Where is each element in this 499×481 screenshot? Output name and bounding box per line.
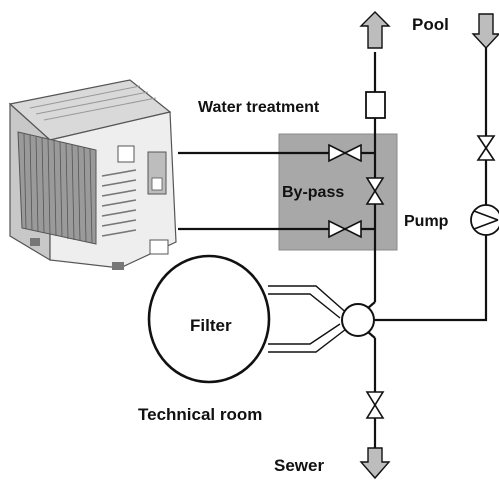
arrow-down-icon bbox=[359, 447, 391, 480]
valve-icon bbox=[365, 177, 385, 205]
filter-connection-bottom bbox=[268, 325, 351, 353]
label-sewer: Sewer bbox=[274, 456, 324, 475]
arrow-up-icon bbox=[359, 11, 391, 49]
valve-icon bbox=[365, 391, 385, 419]
pump-icon bbox=[470, 204, 499, 236]
label-technical-room: Technical room bbox=[138, 405, 262, 424]
filter-connection-top bbox=[268, 285, 351, 317]
label-pool: Pool bbox=[412, 15, 449, 34]
valve-icon bbox=[328, 219, 362, 239]
label-water-treatment: Water treatment bbox=[198, 99, 320, 116]
label-bypass: By-pass bbox=[282, 184, 344, 201]
arrow-down-icon bbox=[471, 13, 499, 50]
label-filter: Filter bbox=[190, 316, 232, 335]
multiport-valve bbox=[341, 303, 375, 337]
label-pump: Pump bbox=[404, 213, 449, 230]
pump-to-filter-pipe bbox=[375, 235, 488, 322]
water-treatment-unit bbox=[365, 91, 386, 119]
valve-icon bbox=[476, 135, 496, 161]
valve-icon bbox=[328, 143, 362, 163]
filter-tank bbox=[147, 254, 271, 384]
heat-pump-unit-icon bbox=[8, 79, 177, 270]
